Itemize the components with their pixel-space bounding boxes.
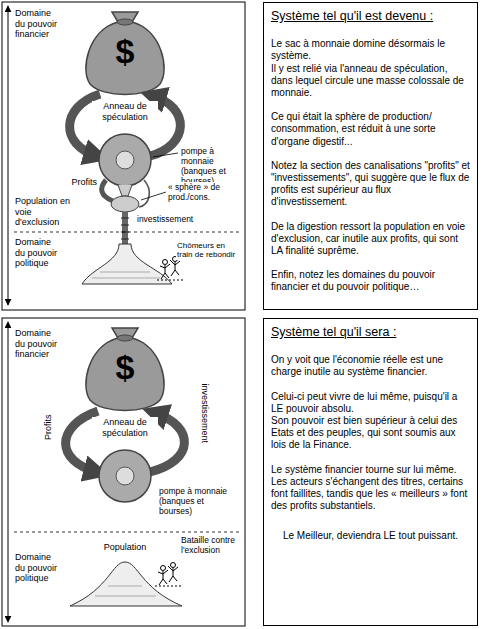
- panel-heading: Système tel qu'il sera :: [271, 325, 470, 340]
- leader-line: [141, 192, 166, 200]
- digestive-tube: [122, 212, 128, 244]
- panel-paragraph: Son pouvoir est bien supérieur à celui d…: [271, 415, 470, 452]
- digestive-rings: [121, 218, 129, 239]
- funnel: [118, 185, 132, 196]
- diagram-label: Bataille contre l'exclusion: [180, 535, 242, 555]
- profits-pipe: [102, 180, 113, 201]
- population-hill: [70, 562, 182, 606]
- domain-divider: [14, 532, 240, 533]
- money-bag: [86, 12, 164, 95]
- diagram-label: Domaine du pouvoir financier: [14, 8, 60, 40]
- exclusion-trumpet: [82, 244, 172, 284]
- text-panel: Système tel qu'il est devenu : Le sac à m…: [263, 2, 478, 310]
- trumpet-lines: [92, 272, 160, 278]
- panel-paragraph: De la digestion ressort la population en…: [271, 221, 470, 258]
- diagram-label: pompe à monnaie (banques et bourses): [180, 146, 243, 186]
- panel-paragraph: Notez la section des canalisations "prof…: [271, 160, 470, 209]
- diagram-label: Domaine du pouvoir financier: [14, 328, 60, 360]
- investment-pipe: [139, 180, 149, 207]
- panel-paragraph: Le système financier tourne sur lui même…: [271, 464, 470, 513]
- money-bag: [86, 328, 164, 411]
- diagram-label: investissement: [136, 214, 206, 224]
- money-pump: [99, 450, 151, 502]
- money-pump: [99, 134, 151, 186]
- panel-paragraph: Celui-ci peut vivre de lui même, puisqu'…: [271, 391, 470, 415]
- diagram-label: Profits: [64, 177, 98, 188]
- diagram-label: Population: [92, 542, 158, 553]
- stick-figures: [155, 563, 181, 587]
- diagram-label: Chômeurs en train de rebondir: [176, 241, 242, 260]
- domain-divider: [14, 232, 240, 233]
- diagram-label: Population en voie d'exclusion: [14, 196, 76, 228]
- currency-symbol: $: [103, 34, 147, 68]
- panel-paragraph: On y voit que l'économie réelle est une …: [271, 354, 470, 378]
- currency-symbol: $: [103, 350, 147, 384]
- diagram-label: Domaine du pouvoir politique: [14, 552, 60, 584]
- diagram-label: Anneau de spéculation: [92, 101, 158, 122]
- panel-paragraph: Il y est relié via l'anneau de spéculati…: [271, 63, 470, 100]
- panel-frame: [2, 2, 245, 310]
- diagram-label: Profits: [43, 405, 54, 449]
- domain-arrow: [8, 6, 9, 305]
- panel-frame: [2, 318, 245, 626]
- panel-paragraph: Le Meilleur, deviendra LE tout puissant.: [271, 530, 470, 542]
- bottom-illustration: [14, 328, 240, 606]
- stick-figures: [157, 257, 183, 281]
- production-sphere: [111, 196, 139, 212]
- diagram-label: Domaine du pouvoir politique: [14, 237, 60, 269]
- diagram-label: pompe à monnaie (banques et bourses): [158, 486, 238, 516]
- text-panel: Système tel qu'il sera : On y voit que l'…: [263, 318, 478, 626]
- panel-heading: Système tel qu'il est devenu :: [271, 9, 470, 24]
- panel-paragraph: Ce qui était la sphère de production/ co…: [271, 111, 470, 148]
- panel-paragraph: Enfin, notez les domaines du pouvoir fin…: [271, 269, 470, 293]
- diagram-label: « sphère » de prod./cons.: [167, 182, 231, 202]
- hill-lines: [95, 586, 156, 596]
- diagram-label: Anneau de spéculation: [92, 417, 158, 438]
- domain-arrow: [8, 322, 9, 622]
- panel-paragraph: Le sac à monnaie domine désormais le sys…: [271, 38, 470, 62]
- leader-line: [153, 153, 178, 157]
- diagram-label: investissement: [200, 378, 211, 448]
